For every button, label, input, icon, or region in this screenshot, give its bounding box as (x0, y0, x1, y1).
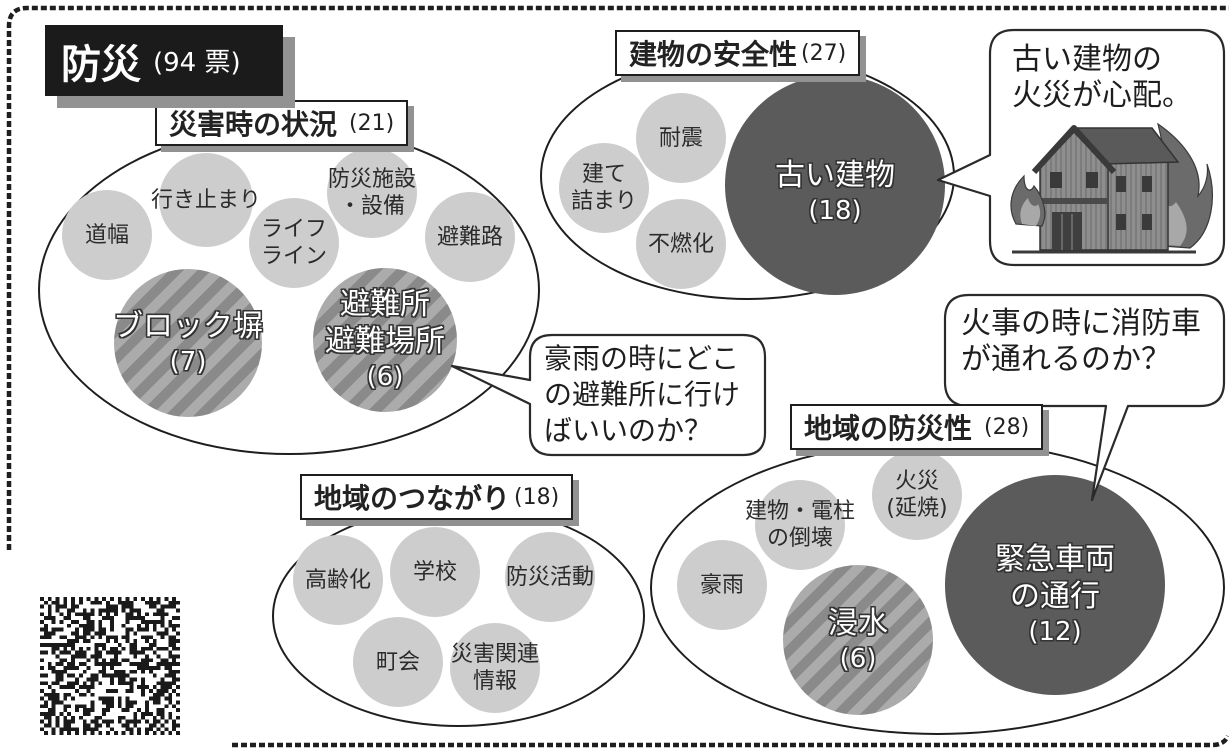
bubble-aging: 高齢化 (293, 535, 383, 625)
bubble-evacuation-route: 避難路 (425, 192, 515, 282)
bubble-disaster-facilities: 防災施設 ・設備 (327, 148, 417, 238)
group-community-label: 地域のつながり (18) (300, 474, 574, 520)
title-vote-count: (94 票) (153, 48, 241, 78)
house-window (1116, 214, 1126, 230)
bubble-label: ライフ ライン (260, 217, 327, 269)
bubble-disaster-info: 災害関連 情報 (450, 623, 540, 713)
house-side-wall (1103, 159, 1169, 251)
bubble-label: 緊急車両 の通行 (995, 542, 1115, 614)
bubble-label: 避難所 避難場所 (325, 287, 445, 359)
group-situation-ellipse (38, 125, 540, 455)
bubble-label: 避難路 (436, 224, 503, 250)
bubble-neighborhood-association: 町会 (353, 617, 443, 707)
house-window (1050, 172, 1062, 188)
house-gable-roof (1031, 125, 1117, 175)
bubble-emergency-vehicles: 緊急車両 の通行 (12) (945, 475, 1165, 695)
bubble-count: (12) (1028, 617, 1082, 647)
bubble-label: 高齢化 (304, 567, 371, 593)
bubble-label: 防災施設 ・設備 (327, 167, 416, 219)
group-area-resilience-label: 地域の防災性 (28) (790, 404, 1044, 450)
title-text: 防災 (61, 41, 141, 88)
bubble-road-width: 道幅 (62, 190, 152, 280)
group-label-text: 地域のつながり (314, 482, 511, 515)
bubble-label: ブロック塀 (113, 308, 263, 344)
house-window (1116, 176, 1126, 192)
bubble-label: 道幅 (84, 222, 129, 248)
bubble-label: 町会 (375, 649, 420, 675)
house-side-roof (1072, 127, 1180, 165)
bubble-dead-end: 行き止まり (151, 153, 261, 247)
bubble-disaster-activities: 防災活動 (505, 532, 595, 622)
bubble-label: 不燃化 (647, 231, 714, 257)
callout-old-building-text: 古い建物の 火災が心配。 (1012, 42, 1192, 113)
group-label-text: 建物の安全性 (629, 38, 798, 71)
group-label-count: (27) (801, 40, 847, 66)
house-door (1052, 212, 1082, 250)
flame-left-core (1020, 198, 1041, 226)
bubble-label: 古い建物 (775, 157, 895, 193)
group-label-count: (18) (514, 484, 560, 510)
bubble-label: 行き止まり (151, 187, 262, 213)
house-door-lines (1061, 214, 1073, 250)
bubble-lifelines: ライフ ライン (249, 198, 339, 288)
group-label-text: 災害時の状況 (169, 108, 338, 141)
bubble-label: 学校 (412, 559, 457, 585)
bubble-old-buildings: 古い建物 (18) (725, 75, 945, 295)
callout-evacuation-text: 豪雨の時にどこ の避難所に行け ばいいのか？ (544, 342, 741, 447)
bubble-label: 豪雨 (699, 572, 744, 598)
bubble-fire-spread: 火災 (延焼) (872, 450, 962, 540)
house-window (1086, 172, 1098, 188)
flame-right-core (1148, 194, 1187, 246)
bubble-label: 浸水 (828, 605, 888, 641)
bubble-label: 防災活動 (505, 564, 594, 590)
bubble-evacuation-shelter: 避難所 避難場所 (6) (313, 268, 457, 412)
bubble-fireproofing: 不燃化 (636, 199, 726, 289)
bubble-label: 建て 詰まり (570, 162, 637, 214)
bubble-label: 耐震 (658, 125, 703, 151)
bubble-flooding: 浸水 (6) (783, 565, 933, 715)
bubble-school: 学校 (390, 527, 480, 617)
house-floor-band (1040, 198, 1108, 204)
bubble-count: (6) (839, 643, 877, 674)
group-label-text: 地域の防災性 (804, 412, 973, 445)
bubble-count: (7) (169, 346, 207, 377)
qr-code-icon[interactable] (40, 597, 180, 735)
frame-bottom-edge (232, 734, 1229, 748)
bubble-label: 建物・電柱 の倒壊 (745, 499, 856, 551)
group-label-count: (21) (349, 110, 395, 136)
bubble-dense-buildings: 建て 詰まり (559, 143, 649, 233)
bubble-label: 火災 (延焼) (886, 469, 948, 521)
bubble-heavy-rain: 豪雨 (677, 540, 767, 630)
flame-right (1127, 122, 1213, 249)
bubble-count: (18) (808, 195, 862, 226)
flame-left (1010, 174, 1046, 227)
bubble-label: 災害関連 情報 (450, 642, 539, 694)
house-window (1142, 214, 1152, 230)
burning-house-icon (1010, 122, 1213, 254)
house-window (1142, 176, 1152, 192)
bubble-count: (6) (366, 362, 404, 392)
house-front-wall (1039, 130, 1109, 251)
page-title: 防災 (94 票) (45, 25, 283, 96)
callout-fire-truck-text: 火事の時に消防車 が通れるのか？ (961, 306, 1201, 377)
qr-code-modules (40, 597, 180, 735)
bubble-block-wall: ブロック塀 (7) (113, 269, 263, 417)
bubble-earthquake-resistance: 耐震 (636, 93, 726, 183)
group-label-count: (28) (984, 414, 1030, 440)
group-building-safety-label: 建物の安全性 (27) (615, 30, 861, 76)
bubble-collapse: 建物・電柱 の倒壊 (745, 480, 855, 570)
